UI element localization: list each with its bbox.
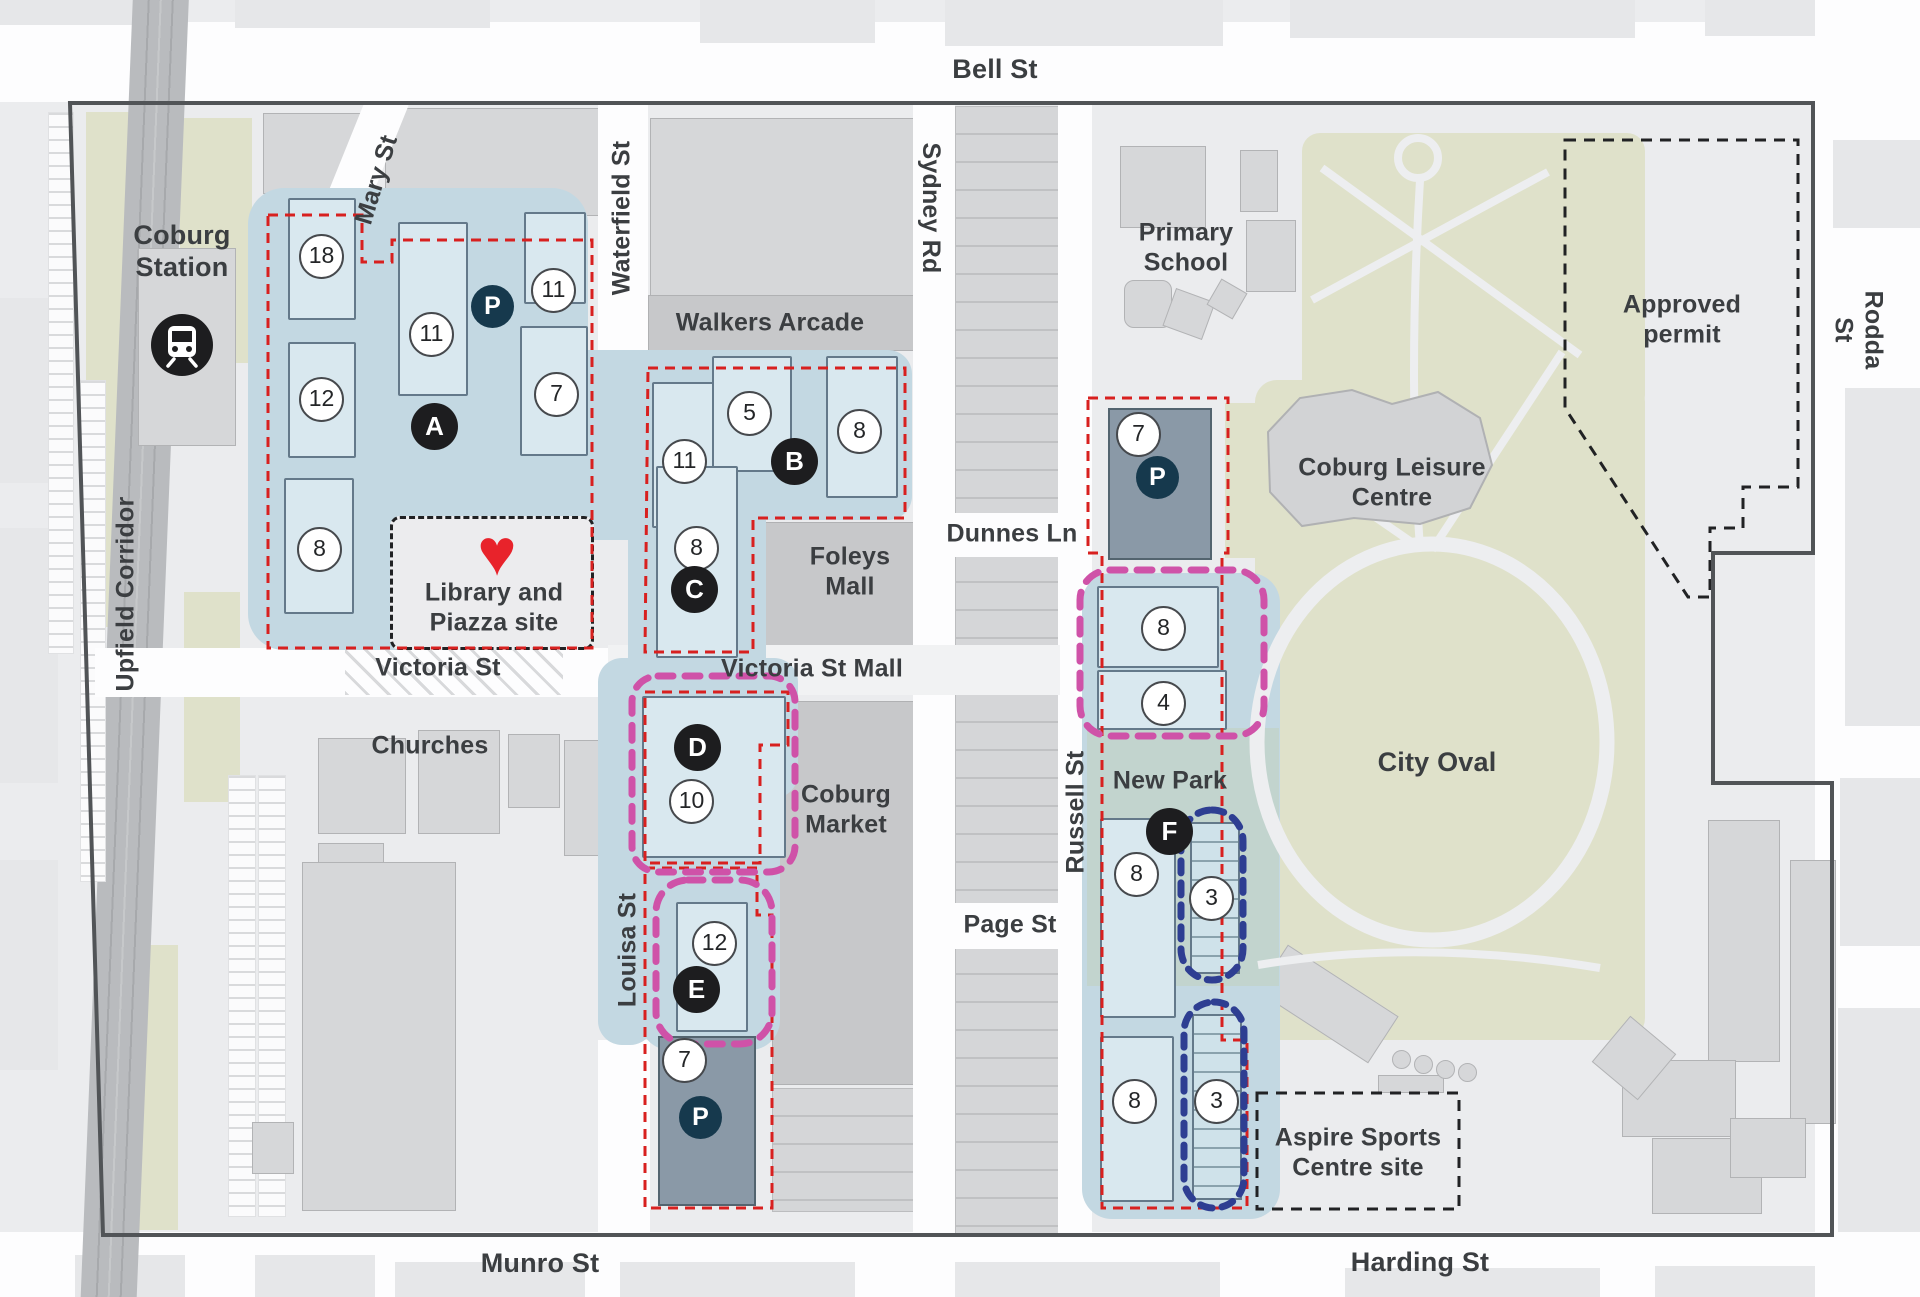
label-leisure-centre: Coburg Leisure Centre bbox=[1298, 453, 1486, 512]
storey-marker: 8 bbox=[674, 526, 719, 571]
block bbox=[945, 0, 1223, 46]
shops-south-market bbox=[772, 1088, 914, 1212]
building-dot bbox=[1414, 1055, 1433, 1074]
parking-rows bbox=[80, 380, 106, 882]
storey-marker: 3 bbox=[1189, 876, 1234, 921]
storey-marker: 8 bbox=[837, 409, 882, 454]
site-badge-a: A bbox=[411, 403, 458, 450]
green-dunnes bbox=[1225, 403, 1283, 558]
storey-marker: 11 bbox=[409, 312, 454, 357]
label-victoria-st: Victoria St bbox=[375, 653, 501, 682]
storey-marker: 18 bbox=[299, 234, 344, 279]
storey-marker: 7 bbox=[662, 1038, 707, 1083]
site-building-10 bbox=[642, 696, 786, 858]
block bbox=[0, 0, 150, 25]
street-louisa-south bbox=[598, 1040, 650, 1235]
site-building-11a bbox=[398, 222, 468, 396]
label-bell-st: Bell St bbox=[952, 54, 1038, 85]
block bbox=[235, 0, 490, 28]
label-new-park: New Park bbox=[1112, 766, 1228, 795]
parking-badge: P bbox=[679, 1096, 722, 1139]
heart-icon: ♥ bbox=[477, 515, 517, 589]
storey-marker: 8 bbox=[1141, 606, 1186, 651]
parking-rows bbox=[48, 112, 74, 654]
site-badge-c: C bbox=[671, 566, 718, 613]
label-victoria-st-mall: Victoria St Mall bbox=[721, 654, 903, 683]
block bbox=[255, 1255, 375, 1297]
label-city-oval: City Oval bbox=[1377, 747, 1497, 778]
block bbox=[1290, 0, 1635, 38]
block bbox=[1705, 0, 1825, 36]
school-building bbox=[1246, 220, 1296, 292]
label-harding-st: Harding St bbox=[1350, 1247, 1490, 1278]
storey-marker: 10 bbox=[669, 779, 714, 824]
school-building bbox=[1206, 278, 1248, 320]
site-badge-b: B bbox=[771, 438, 818, 485]
label-coburg-station: Coburg Station bbox=[133, 220, 231, 282]
site-badge-e: E bbox=[673, 966, 720, 1013]
storey-marker: 12 bbox=[692, 921, 737, 966]
building bbox=[1730, 1118, 1806, 1178]
green-station-east2 bbox=[184, 592, 240, 802]
green-park-north bbox=[1302, 133, 1645, 413]
label-coburg-market: Coburg Market bbox=[800, 780, 892, 839]
site-badge-f: F bbox=[1146, 808, 1193, 855]
block bbox=[620, 1262, 855, 1297]
block bbox=[395, 1262, 585, 1297]
label-approved-permit: Approved permit bbox=[1622, 290, 1742, 349]
block bbox=[1345, 1268, 1600, 1297]
storey-marker: 7 bbox=[534, 372, 579, 417]
building-dot bbox=[1392, 1050, 1411, 1069]
storey-marker: 5 bbox=[727, 391, 772, 436]
block bbox=[0, 860, 58, 1070]
storey-marker: 3 bbox=[1194, 1079, 1239, 1124]
storey-marker: 4 bbox=[1141, 681, 1186, 726]
block bbox=[1840, 778, 1920, 946]
storey-marker: 7 bbox=[1116, 412, 1161, 457]
storey-marker: 8 bbox=[1112, 1079, 1157, 1124]
label-aspire: Aspire Sports Centre site bbox=[1274, 1123, 1442, 1182]
building bbox=[1378, 1075, 1444, 1093]
label-page-st: Page St bbox=[963, 910, 1057, 939]
school-building bbox=[1240, 150, 1278, 212]
label-walkers-arcade: Walkers Arcade bbox=[675, 308, 865, 337]
label-russell-st: Russell St bbox=[1061, 750, 1090, 874]
building-dot bbox=[1458, 1063, 1477, 1082]
block bbox=[1655, 1266, 1840, 1297]
building bbox=[1708, 820, 1780, 1062]
storey-marker: 12 bbox=[299, 377, 344, 422]
block bbox=[1838, 1008, 1920, 1232]
storey-marker: 8 bbox=[1114, 852, 1159, 897]
label-foleys-mall: Foleys Mall bbox=[809, 542, 891, 601]
building bbox=[302, 862, 456, 1211]
block bbox=[1833, 140, 1920, 228]
label-waterfield-st: Waterfield St bbox=[607, 140, 636, 296]
storey-marker: 11 bbox=[531, 268, 576, 313]
label-primary-school: Primary School bbox=[1138, 218, 1234, 277]
label-dunnes-ln: Dunnes Ln bbox=[946, 519, 1078, 548]
parking-badge: P bbox=[1136, 456, 1179, 499]
building-dot bbox=[1436, 1060, 1455, 1079]
storey-marker: 11 bbox=[662, 439, 707, 484]
school-building bbox=[1120, 146, 1206, 228]
label-sydney-rd: Sydney Rd bbox=[916, 142, 945, 274]
block bbox=[955, 1262, 1220, 1297]
label-louisa-st: Louisa St bbox=[613, 892, 642, 1008]
building bbox=[650, 118, 914, 298]
block bbox=[1845, 388, 1920, 726]
site-badge-d: D bbox=[674, 724, 721, 771]
building bbox=[1790, 860, 1836, 1124]
label-rodda-st: Rodda St bbox=[1830, 290, 1888, 370]
building bbox=[252, 1122, 294, 1174]
label-upfield-corridor: Upfield Corridor bbox=[111, 496, 140, 692]
label-churches: Churches bbox=[371, 731, 489, 760]
church-building bbox=[508, 734, 560, 808]
parking-badge: P bbox=[471, 285, 514, 328]
storey-marker: 8 bbox=[297, 527, 342, 572]
block bbox=[700, 0, 875, 43]
label-munro-st: Munro St bbox=[480, 1248, 600, 1279]
green-aspire-north bbox=[1370, 962, 1525, 1010]
